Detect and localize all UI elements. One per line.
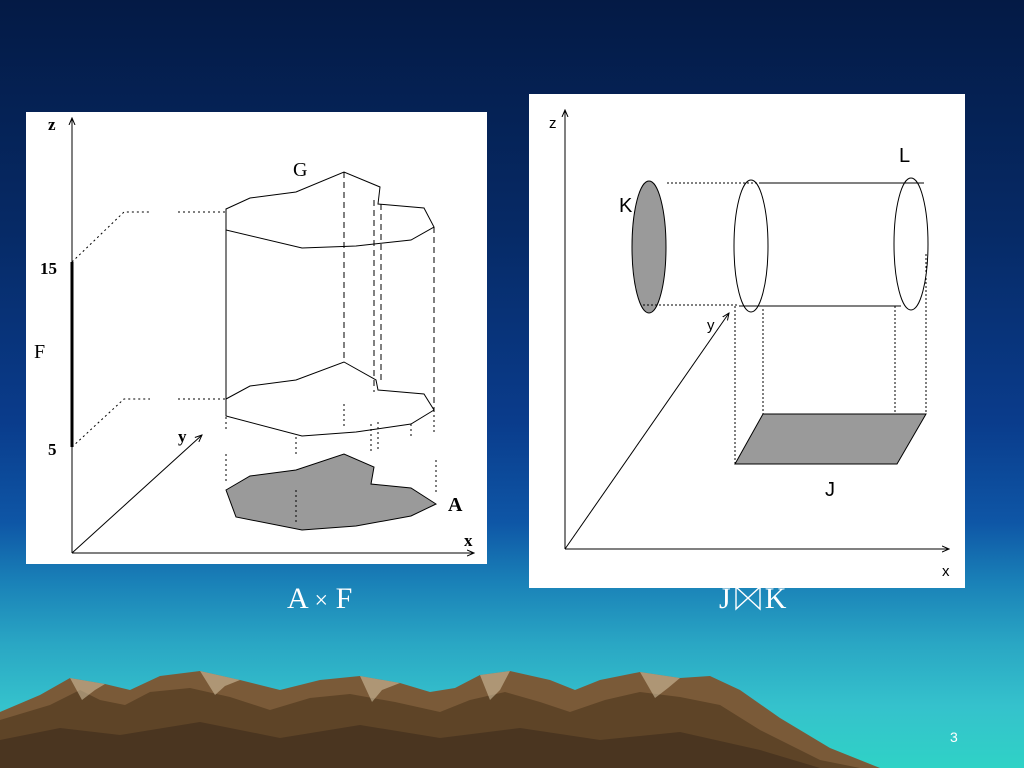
z-axis-label: z bbox=[549, 115, 557, 132]
tick-label-5: 5 bbox=[48, 440, 57, 459]
region-label-a: A bbox=[448, 494, 463, 516]
region-a bbox=[225, 453, 438, 531]
bottom-face bbox=[225, 361, 435, 437]
y-axis bbox=[564, 313, 729, 550]
projection-lines bbox=[734, 254, 927, 464]
caption-left-operand-f: F bbox=[335, 582, 353, 615]
figure-join: z x y K L J bbox=[529, 94, 965, 588]
dotted-guide-upper bbox=[71, 211, 150, 263]
caption-left-operand-a: A bbox=[287, 582, 308, 615]
region-label-j: J bbox=[825, 479, 835, 501]
disk-k bbox=[631, 180, 667, 314]
x-axis-label: x bbox=[942, 563, 950, 580]
y-axis-label: y bbox=[707, 317, 715, 334]
caption-left-times-operator: × bbox=[314, 588, 329, 614]
join-diagram: z x y K L J bbox=[549, 94, 950, 580]
top-face-label-g: G bbox=[293, 159, 307, 181]
disk-label-k: K bbox=[619, 195, 633, 217]
tick-label-15: 15 bbox=[40, 259, 57, 278]
region-j bbox=[734, 413, 927, 465]
bowtie-join-icon bbox=[734, 585, 761, 611]
interval-label-f: F bbox=[34, 341, 45, 363]
dotted-guide-lower bbox=[71, 398, 150, 448]
x-axis-label: x bbox=[464, 531, 473, 550]
slide-page-number: 3 bbox=[950, 729, 958, 745]
z-axis-label: z bbox=[48, 115, 56, 134]
cartesian-product-diagram: z x y 15 5 F G A bbox=[34, 115, 487, 564]
figure-cartesian-product: z x y 15 5 F G A bbox=[26, 112, 487, 564]
y-axis-label: y bbox=[178, 427, 187, 446]
caption-right-operand-k: K bbox=[764, 582, 787, 615]
caption-cartesian-product: A × F bbox=[287, 582, 352, 616]
cylinder-label-l: L bbox=[899, 145, 910, 167]
top-face-g bbox=[225, 171, 435, 249]
cylinder-l-back-cap bbox=[893, 177, 929, 311]
caption-right-operand-j: J bbox=[719, 582, 731, 615]
cylinder-l-front-cap bbox=[733, 179, 769, 313]
y-axis bbox=[71, 435, 202, 554]
